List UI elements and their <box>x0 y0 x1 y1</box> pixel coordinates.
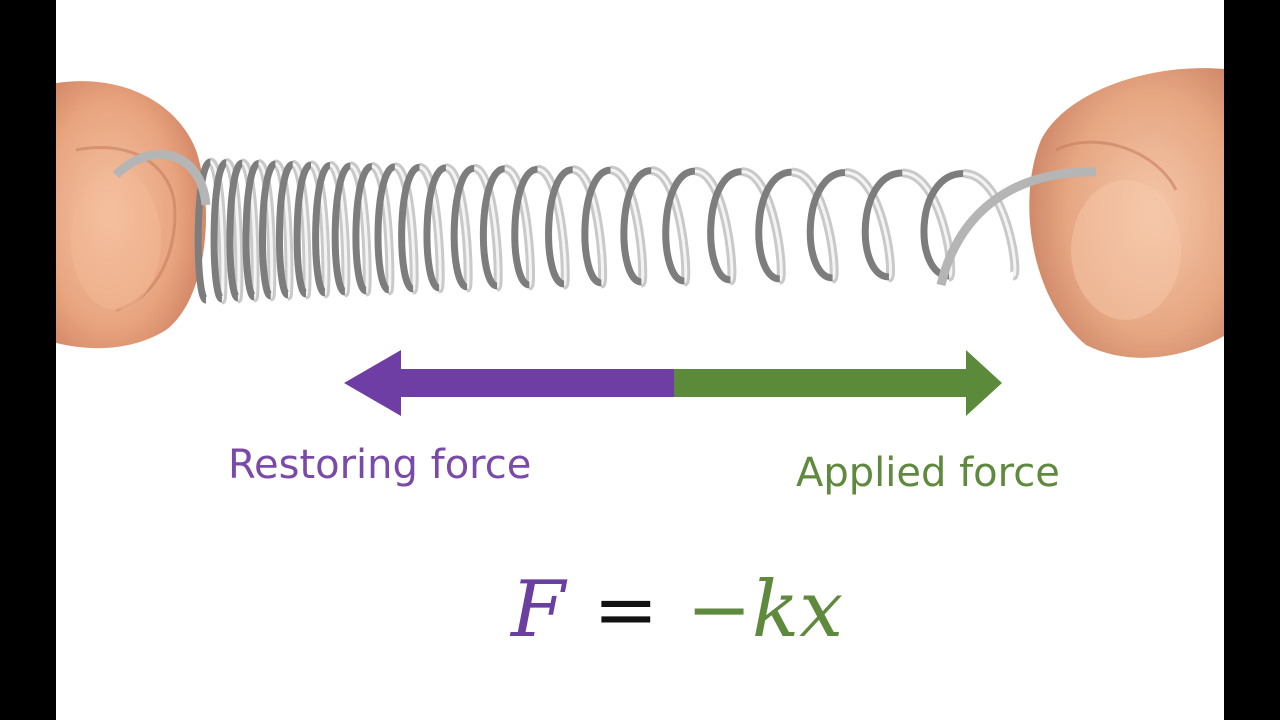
hookes-law-equation: F = −kx <box>511 565 843 655</box>
spring-coil-back <box>479 165 506 290</box>
spring-coil-highlight <box>394 165 416 292</box>
spring-coil-back <box>331 162 352 296</box>
spring-coil-back <box>293 161 313 298</box>
spring-coil-back <box>258 160 278 300</box>
spring-coil-highlight <box>257 161 274 299</box>
spring-coil-highlight <box>371 164 392 293</box>
equation-force-symbol: F <box>511 565 566 655</box>
spring-coil-back <box>707 168 743 284</box>
spring-coil-back <box>210 158 229 303</box>
spring-coil-highlight <box>445 166 470 290</box>
spring-coil-highlight <box>274 162 291 298</box>
spring-coil-back <box>511 165 539 289</box>
spring-coil-back <box>194 158 213 304</box>
spring-coil-highlight <box>537 167 567 287</box>
spring-coil-highlight <box>310 163 328 296</box>
spring-coil-highlight <box>473 166 500 289</box>
spring-coil-highlight <box>610 168 645 285</box>
equation-kx-term: −kx <box>686 565 844 655</box>
spring-coil-back <box>861 169 903 281</box>
spring-diagram: Restoring force Applied force F = −kx <box>56 0 1224 720</box>
spring-coil-back <box>545 166 574 288</box>
spring-coil-back <box>806 169 846 282</box>
spring-coil-back <box>581 166 612 287</box>
spring-coil-highlight <box>349 164 369 294</box>
spring-coil-back <box>450 164 476 291</box>
spring-coil-highlight <box>963 172 1017 278</box>
applied-force-label: Applied force <box>796 450 1060 496</box>
restoring-force-label: Restoring force <box>228 442 532 488</box>
spring-coil-highlight <box>741 170 783 282</box>
spring-coil-highlight <box>902 171 953 279</box>
spring-coil-highlight <box>572 168 605 286</box>
spring-coil-back <box>423 164 448 292</box>
force-arrows <box>344 350 1002 416</box>
left-hand <box>56 81 206 349</box>
letterbox-right <box>1224 0 1280 720</box>
spring-coil-highlight <box>208 160 225 302</box>
applied-force-arrowhead <box>966 350 1002 416</box>
spring-coil-back <box>374 163 397 294</box>
spring-coil-back <box>662 167 696 285</box>
spring-coil-back <box>398 163 421 293</box>
spring-coil-back <box>920 170 964 280</box>
spring-coil-back <box>755 168 793 283</box>
spring-coil-back <box>352 162 374 295</box>
spring-coil-back <box>242 159 261 301</box>
letterbox-left <box>0 0 56 720</box>
restoring-force-arrowhead <box>344 350 401 416</box>
spring-coil-highlight <box>329 163 348 295</box>
spring <box>112 150 1097 305</box>
spring-coil-highlight <box>224 160 241 301</box>
spring-coil-highlight <box>694 169 734 283</box>
spring-coil-back <box>620 167 653 286</box>
diagram-svg <box>56 68 1224 416</box>
right-hand <box>1029 68 1224 358</box>
spring-coil-highlight <box>791 170 836 281</box>
spring-coil-highlight <box>292 162 309 297</box>
spring-left-hook <box>112 150 211 206</box>
spring-coil-highlight <box>240 161 257 300</box>
equation-equals: = <box>593 565 659 655</box>
spring-coil-highlight <box>651 169 688 284</box>
spring-coil-back <box>275 160 295 299</box>
restoring-force-arrow-shaft <box>396 369 676 397</box>
spring-coil-highlight <box>418 165 442 291</box>
spring-coil-back <box>226 159 245 302</box>
spring-coil-back <box>312 161 332 297</box>
spring-coil-highlight <box>504 167 532 288</box>
applied-force-arrow-shaft <box>674 369 970 397</box>
spring-right-hook <box>936 167 1097 287</box>
spring-coil-highlight <box>845 171 893 280</box>
